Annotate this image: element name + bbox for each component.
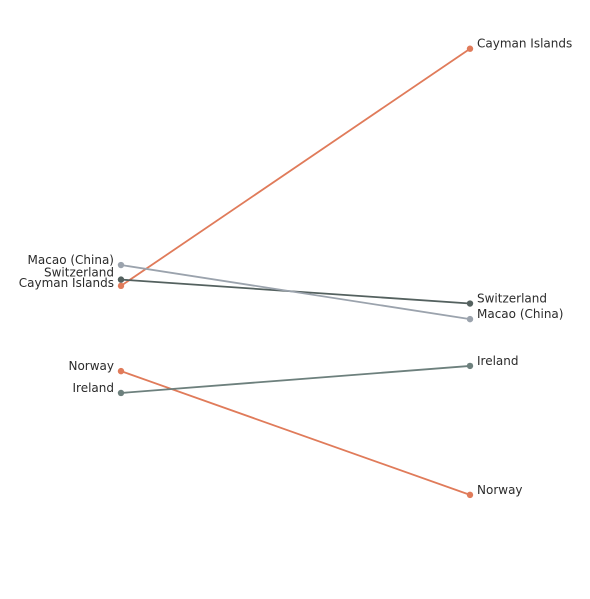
label-end-switzerland: Switzerland	[477, 292, 547, 306]
point-end-switzerland	[466, 300, 474, 307]
series-line-ireland	[120, 365, 471, 394]
series-line-norway	[120, 370, 471, 496]
series-line-cayman-islands	[120, 47, 471, 287]
point-start-cayman-islands	[117, 282, 125, 290]
label-end-norway: Norway	[477, 483, 523, 497]
series-line-macao-china	[120, 264, 471, 321]
slope-lines	[120, 47, 471, 496]
point-start-macao-china	[117, 261, 125, 269]
label-start-cayman-islands: Cayman Islands	[19, 276, 114, 290]
label-end-ireland: Ireland	[477, 354, 519, 368]
label-start-macao-china: Macao (China)	[28, 253, 114, 267]
point-start-ireland	[117, 389, 125, 397]
point-end-macao-china	[466, 315, 474, 323]
label-start-norway: Norway	[68, 359, 114, 373]
point-start-switzerland	[117, 276, 125, 283]
point-end-ireland	[466, 362, 474, 370]
label-end-cayman-islands: Cayman Islands	[477, 37, 572, 51]
label-start-ireland: Ireland	[72, 381, 114, 395]
label-start-switzerland: Switzerland	[44, 266, 114, 280]
point-end-cayman-islands	[466, 45, 474, 52]
point-end-norway	[466, 491, 474, 499]
label-end-macao-china: Macao (China)	[477, 307, 563, 321]
slope-points	[117, 45, 474, 499]
point-start-norway	[117, 367, 125, 375]
